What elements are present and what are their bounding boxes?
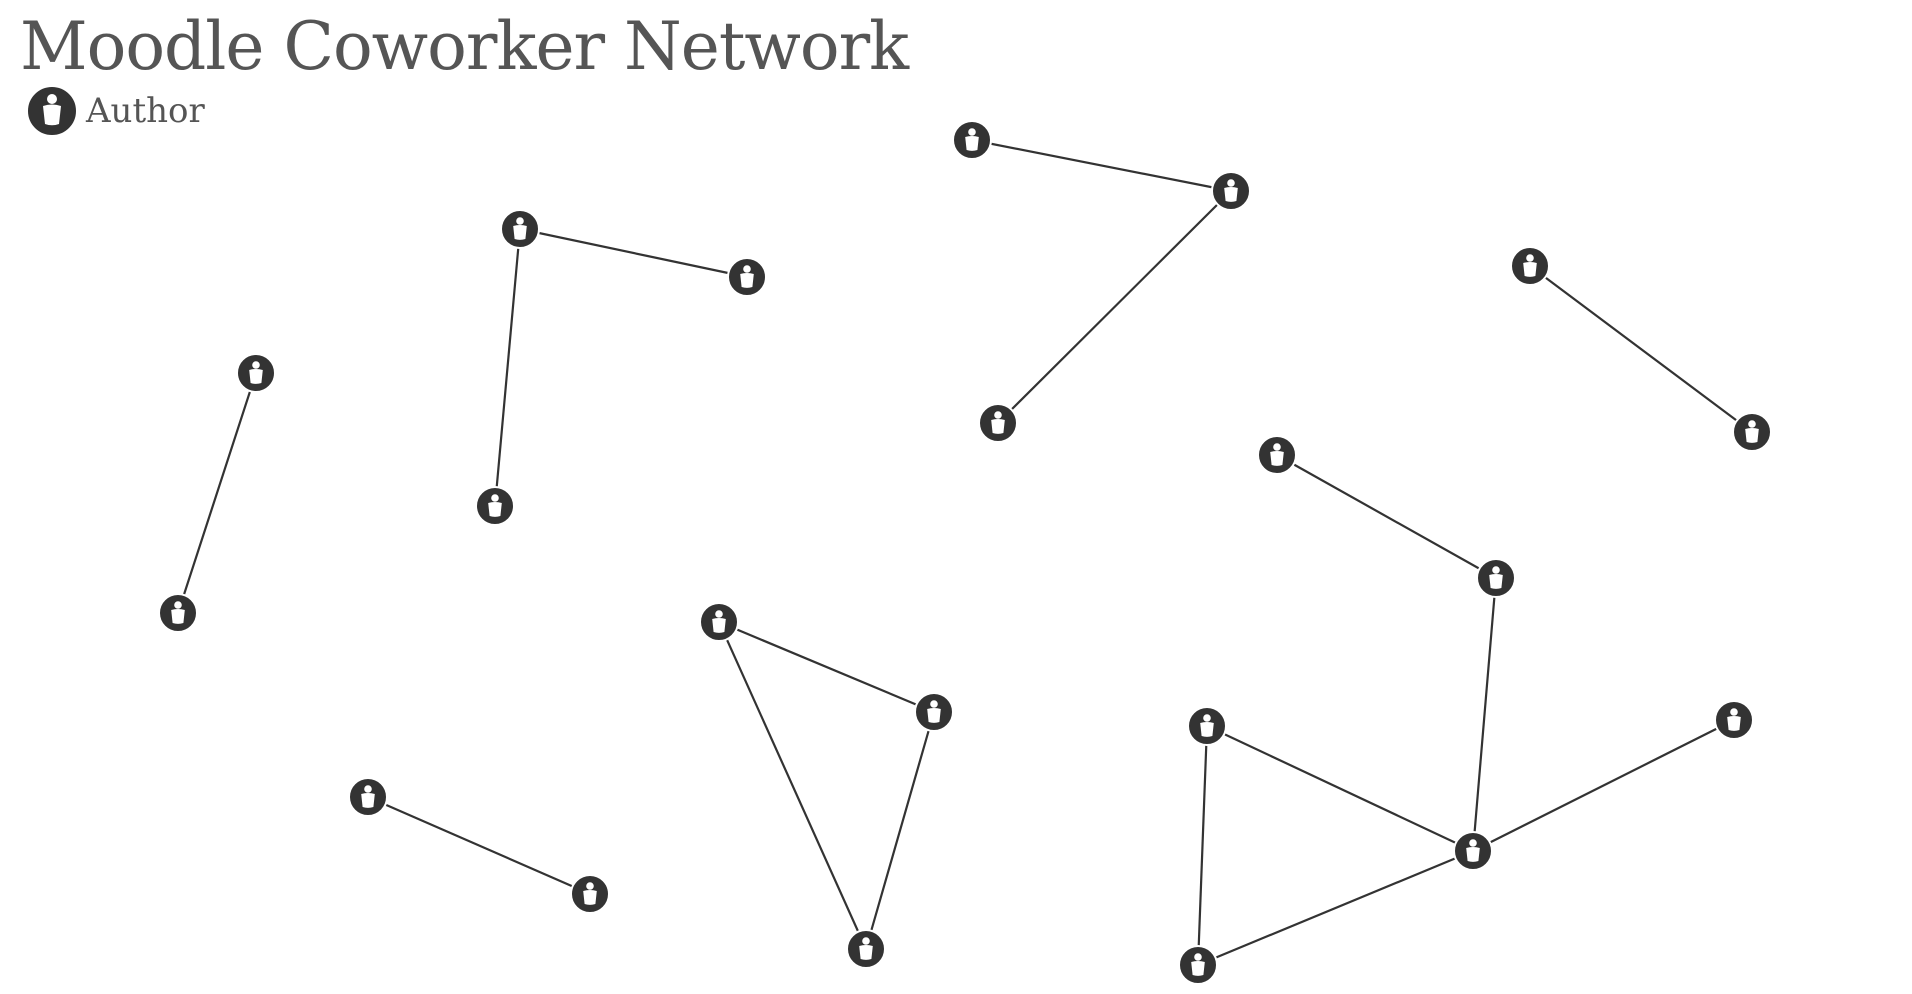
edge	[493, 228, 522, 507]
author-node[interactable]	[348, 777, 388, 817]
person-icon	[171, 601, 185, 624]
author-node[interactable]	[846, 929, 886, 969]
author-node[interactable]	[236, 353, 276, 393]
edge	[1276, 454, 1497, 579]
person-icon	[1191, 953, 1205, 976]
author-node[interactable]	[952, 120, 992, 160]
person-icon	[1745, 420, 1759, 443]
author-node[interactable]	[978, 403, 1018, 443]
edge	[176, 372, 258, 614]
edge	[717, 621, 868, 950]
edge	[1196, 725, 1209, 966]
author-node[interactable]	[158, 593, 198, 633]
person-icon	[513, 217, 527, 240]
edge	[864, 711, 936, 950]
person-icon	[488, 494, 502, 517]
author-node[interactable]	[1453, 831, 1493, 871]
edge	[1529, 265, 1753, 433]
nodes-layer	[158, 120, 1772, 985]
person-icon	[1466, 839, 1480, 862]
author-node[interactable]	[570, 874, 610, 914]
person-icon	[859, 937, 873, 960]
edge	[519, 227, 748, 279]
person-icon	[1200, 714, 1214, 737]
edges-layer	[176, 138, 1753, 967]
edge	[1197, 849, 1474, 967]
author-node[interactable]	[475, 486, 515, 526]
legend-label-author: Author	[86, 91, 205, 131]
person-icon	[1727, 708, 1741, 731]
edge	[718, 620, 935, 714]
legend: Author	[22, 84, 205, 138]
edge	[1471, 577, 1498, 852]
author-node[interactable]	[1510, 246, 1550, 286]
person-icon	[583, 882, 597, 905]
author-node[interactable]	[1257, 435, 1297, 475]
person-icon	[1523, 254, 1537, 277]
person-icon	[991, 411, 1005, 434]
page-title: Moodle Coworker Network	[20, 8, 909, 85]
person-icon	[1224, 179, 1238, 202]
person-icon	[1270, 443, 1284, 466]
person-icon	[361, 785, 375, 808]
person-icon	[712, 610, 726, 633]
author-node[interactable]	[699, 602, 739, 642]
person-icon	[740, 265, 754, 288]
author-node[interactable]	[914, 692, 954, 732]
person-icon	[249, 361, 263, 384]
edge	[997, 190, 1232, 424]
author-node[interactable]	[1211, 171, 1251, 211]
edge	[1206, 725, 1474, 852]
author-node[interactable]	[1714, 700, 1754, 740]
person-icon	[927, 700, 941, 723]
person-icon	[1489, 566, 1503, 589]
author-node[interactable]	[1187, 706, 1227, 746]
author-node[interactable]	[500, 209, 540, 249]
author-node[interactable]	[1178, 945, 1218, 985]
person-icon	[26, 85, 78, 137]
person-icon	[965, 128, 979, 151]
author-node[interactable]	[1732, 412, 1772, 452]
edge	[367, 795, 591, 896]
edge	[1472, 719, 1735, 852]
author-node[interactable]	[727, 257, 767, 297]
edge	[971, 138, 1232, 193]
author-node[interactable]	[1476, 558, 1516, 598]
